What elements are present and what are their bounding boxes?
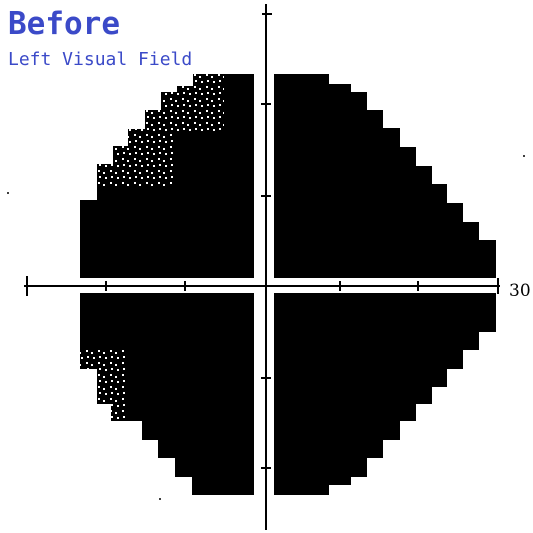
scan-artifact [159, 498, 161, 500]
page-subtitle: Left Visual Field [8, 49, 193, 70]
speckled-region-lower-left [80, 350, 126, 421]
axis-scale-label: 30 [509, 281, 531, 301]
quadrant-lower-right [274, 293, 496, 495]
scan-artifact [523, 155, 525, 157]
scan-artifact [7, 192, 9, 194]
quadrant-lower-left [80, 293, 254, 495]
page-title: Before [8, 6, 120, 42]
quadrant-upper-right [274, 74, 496, 278]
speckled-region-upper-left [97, 74, 224, 186]
